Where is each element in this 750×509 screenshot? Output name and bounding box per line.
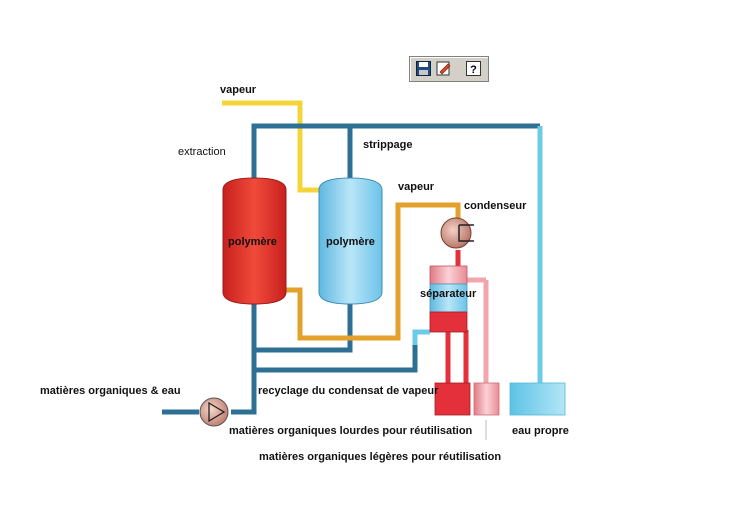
extraction-label: extraction [178,146,226,158]
pump [199,397,229,427]
light-organics-tank [473,382,500,416]
help-button[interactable]: ? [465,60,482,77]
separator [429,265,468,333]
organics-water-label: matières organiques & eau [40,385,181,397]
steam-input-label: vapeur [220,84,257,96]
extraction-line [162,123,540,415]
vapour-label: vapeur [398,181,435,193]
steam-line [222,100,350,193]
clean-water-line [412,126,543,383]
polymer-left-label: polymère [228,236,277,248]
toolbar: ? [409,56,489,82]
separator-outlets [445,250,489,383]
separator-label: séparateur [420,288,477,300]
polymer-right-label: polymère [326,236,375,248]
condenser [440,217,474,249]
help-icon: ? [466,61,481,76]
light-organics-label: matières organiques légères pour réutili… [259,451,502,463]
clean-water-label: eau propre [512,425,569,437]
edit-document-icon [436,61,451,76]
polymer-tank-right [318,177,383,305]
clean-water-tank [509,382,566,416]
floppy-disk-icon [416,61,431,76]
edit-button[interactable] [435,60,452,77]
condensate-recycle-label: recyclage du condensat de vapeur [258,385,439,397]
polymer-tank-left [222,177,287,305]
vapour-line [286,202,461,341]
heavy-organics-tank [434,382,471,416]
heavy-organics-label: matières organiques lourdes pour réutili… [229,425,473,437]
save-button[interactable] [415,60,432,77]
stripping-label: strippage [363,139,413,151]
condenser-label: condenseur [464,200,527,212]
svg-text:?: ? [470,64,477,76]
